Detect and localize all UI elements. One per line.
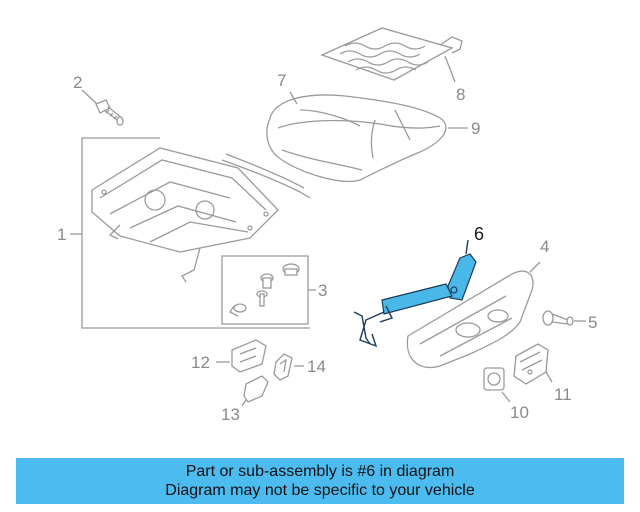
callout-1[interactable]: 1	[57, 225, 66, 244]
part-2-bolt[interactable]	[81, 89, 124, 126]
part-10-switch-knob[interactable]	[483, 367, 511, 403]
part-3-hardware-kit[interactable]	[221, 255, 316, 325]
banner-line-part-number: Part or sub-assembly is #6 in diagram	[185, 463, 455, 480]
part-7-seat-cushion[interactable]	[266, 91, 468, 183]
part-14-clip[interactable]	[273, 353, 304, 381]
part-6-highlighted-link[interactable]	[353, 239, 477, 348]
part-13-cap[interactable]	[241, 375, 269, 407]
part-1-seat-frame[interactable]	[70, 137, 311, 329]
callout-14[interactable]: 14	[307, 357, 326, 376]
part-8-heater-pad[interactable]	[320, 27, 463, 83]
callout-6[interactable]: 6	[474, 224, 484, 244]
callout-5[interactable]: 5	[588, 313, 597, 332]
part-12-cover[interactable]	[216, 339, 267, 373]
part-4-side-shield[interactable]	[406, 261, 541, 369]
callout-8[interactable]: 8	[456, 85, 465, 104]
callout-7[interactable]: 7	[277, 71, 286, 90]
callout-12[interactable]: 12	[191, 353, 210, 372]
callout-3[interactable]: 3	[318, 281, 327, 300]
callout-9[interactable]: 9	[471, 119, 480, 138]
callout-11[interactable]: 11	[554, 385, 572, 404]
part-11-power-switch[interactable]	[513, 343, 553, 385]
callout-13[interactable]: 13	[221, 405, 240, 424]
part-5-screw[interactable]	[542, 310, 586, 326]
banner-line-disclaimer: Diagram may not be specific to your vehi…	[165, 482, 475, 499]
callout-4[interactable]: 4	[540, 237, 549, 256]
info-banner: Part or sub-assembly is #6 in diagram Di…	[16, 458, 624, 504]
callout-10[interactable]: 10	[510, 403, 529, 422]
callout-2[interactable]: 2	[73, 73, 82, 92]
